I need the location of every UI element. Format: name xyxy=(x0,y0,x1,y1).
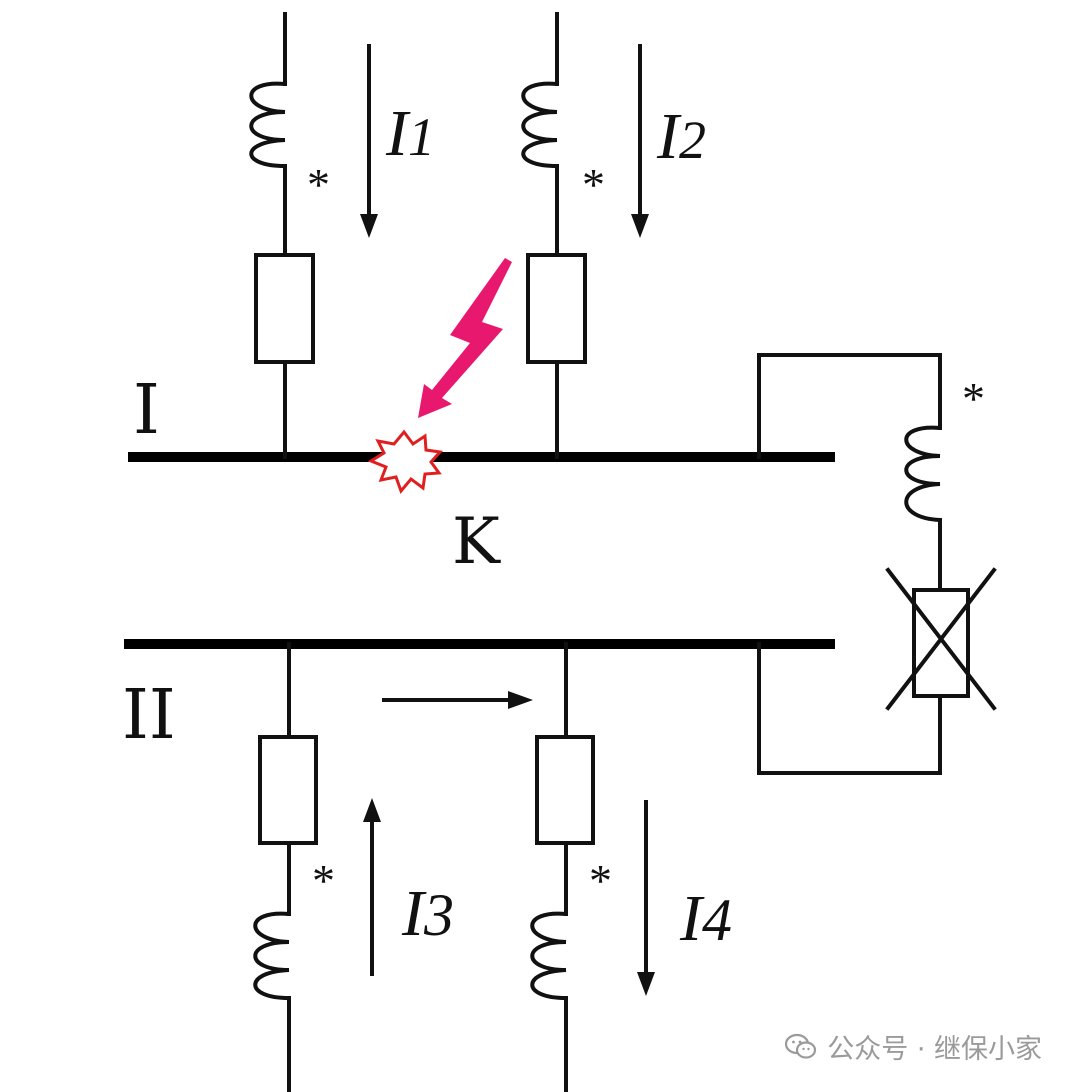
wechat-icon xyxy=(785,1033,817,1059)
feeder-1: * I1 xyxy=(249,12,435,459)
polarity-mark-4: * xyxy=(589,855,612,906)
polarity-mark-coupler: * xyxy=(962,373,985,424)
fault-burst-icon xyxy=(367,429,443,494)
fault-point-label: K xyxy=(452,505,501,579)
bus-1-label: I xyxy=(133,371,160,450)
breaker-3 xyxy=(258,735,318,845)
feeder-4: * I4 xyxy=(530,642,732,1092)
coupler-ct-coil-icon xyxy=(904,425,942,522)
ct-coil-3-icon xyxy=(253,911,291,1000)
feeder-2: * I2 xyxy=(521,12,706,459)
breaker-2 xyxy=(526,253,587,364)
polarity-mark-1: * xyxy=(307,159,330,210)
polarity-mark-3: * xyxy=(312,855,335,906)
watermark-text: 公众号 · 继保小家 xyxy=(827,1034,1042,1065)
current-label-1: I1 xyxy=(385,97,435,170)
fault-lightning-icon xyxy=(418,258,512,418)
breaker-4 xyxy=(535,735,595,845)
bus-2-label: II xyxy=(122,676,176,755)
current-label-4: I4 xyxy=(679,882,732,955)
current-label-3: I3 xyxy=(401,877,454,950)
feeder-3: * I3 xyxy=(253,642,454,1092)
breaker-1 xyxy=(254,253,315,364)
ct-coil-4-icon xyxy=(530,911,568,1000)
polarity-mark-2: * xyxy=(582,159,605,210)
watermark: 公众号 · 继保小家 xyxy=(785,1027,1042,1066)
current-label-2: I2 xyxy=(656,100,706,173)
bus-coupler: * xyxy=(757,353,997,775)
coupler-breaker xyxy=(912,588,970,698)
ct-coil-2-icon xyxy=(521,81,559,168)
ct-coil-1-icon xyxy=(249,81,287,168)
